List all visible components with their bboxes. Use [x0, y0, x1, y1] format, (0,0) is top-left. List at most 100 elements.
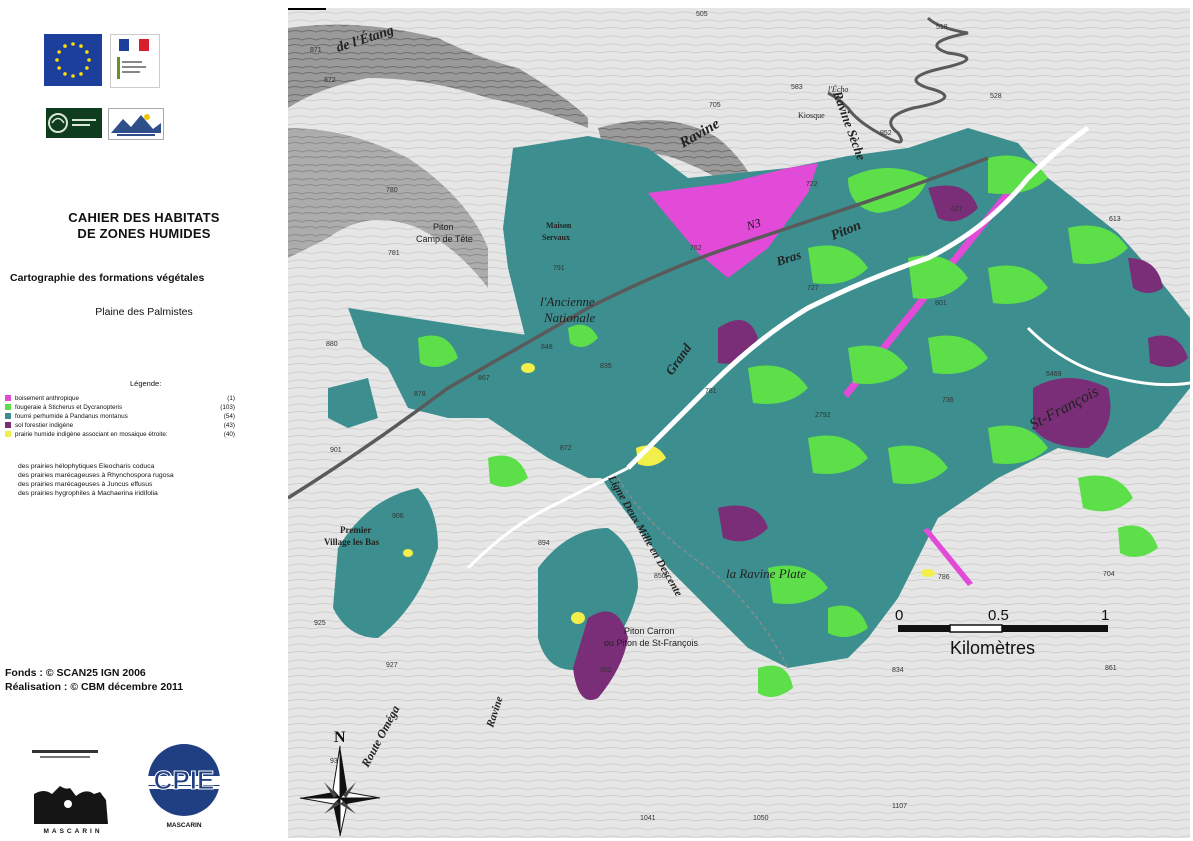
- document-title-line1: CAHIER DES HABITATS: [68, 210, 220, 225]
- habitat-premier-village: [333, 488, 438, 638]
- elevation-label: 906: [392, 513, 404, 520]
- legend-title: Légende:: [130, 379, 162, 388]
- label-ancienne-1: l'Ancienne: [540, 294, 595, 309]
- road-ligne-deux-mille: [617, 477, 789, 669]
- legend-item-label: fourré perhumide à Pandanus montanus: [15, 413, 128, 420]
- north-arrow-icon: N: [299, 729, 381, 837]
- elevation-label: 780: [386, 187, 398, 194]
- elevation-label: 835: [600, 363, 612, 370]
- elevation-label: 927: [386, 662, 398, 669]
- label-kiosque: Kiosque: [798, 111, 825, 120]
- elevation-label: 5469: [1046, 371, 1062, 378]
- legend-item-label: sol forestier indigène: [15, 422, 74, 429]
- label-maison-1: Maison: [546, 221, 572, 230]
- scale-tick-0: 0: [895, 607, 903, 624]
- map-canvas: de l'Étang Ravine Sèche Ravine Kiosque l…: [288, 8, 1190, 838]
- republique-francaise-logo: [110, 34, 160, 88]
- fonds-credit: Fonds : © SCAN25 IGN 2006: [5, 667, 146, 679]
- river-bras-west: [466, 466, 629, 570]
- realisation-credit: Réalisation : © CBM décembre 2011: [5, 681, 184, 693]
- river-bras-piton: [626, 125, 1090, 470]
- elevation-label: 872: [560, 445, 572, 452]
- elevation-label: 518: [936, 24, 948, 31]
- elevation-label: 861: [1105, 665, 1117, 672]
- legend-swatch: [5, 413, 11, 419]
- legend-item-count: (1): [227, 395, 235, 402]
- habitat-sol-forestier-piton: [573, 611, 628, 700]
- cpie-logo-caption: MASCARIN: [166, 822, 202, 829]
- label-piton-camp-1: Piton: [433, 222, 454, 232]
- legend-sub-item: des prairies marécageuses à Juncus effus…: [18, 481, 153, 488]
- elevation-label: 704: [1103, 571, 1115, 578]
- legend-swatch: [5, 422, 11, 428]
- habitat-boisement-strip-south: [923, 528, 973, 586]
- place-name: Plaine des Palmistes: [95, 306, 193, 318]
- elevation-label: 1050: [753, 815, 769, 822]
- scale-bar: 0 0.5 1 Kilomètres: [895, 607, 1109, 658]
- habitat-fougeraie-group: [418, 155, 1158, 697]
- legend-item: boisement anthropique (1): [5, 394, 235, 403]
- elevation-label: 834: [892, 667, 904, 674]
- label-premier-1: Premier: [340, 525, 371, 535]
- elevation-label: 736: [942, 397, 954, 404]
- elevation-label: 872: [324, 77, 336, 84]
- elevation-label: 925: [314, 620, 326, 627]
- label-piton-carron-2: ou Piton de St-François: [604, 638, 699, 648]
- elevation-label: 901: [330, 447, 342, 454]
- elevation-label: 722: [806, 181, 818, 188]
- habitat-boisement-anthropique: [648, 163, 818, 278]
- elevation-label: 613: [1109, 216, 1121, 223]
- habitat-sol-forestier-south: [718, 505, 768, 542]
- habitat-sol-forestier-north: [928, 185, 978, 222]
- document-title-line2: DE ZONES HUMIDES: [77, 226, 211, 241]
- elevation-label: 871: [310, 47, 322, 54]
- road-serpentine: [827, 16, 969, 144]
- elevation-label: 848: [541, 344, 553, 351]
- legend-item: prairie humide indigène associant en mos…: [5, 430, 235, 439]
- legend-swatch: [5, 395, 11, 401]
- label-ancienne-2: Nationale: [543, 310, 596, 325]
- mascarin-logo: MASCARIN: [30, 748, 116, 835]
- river-ravine-east: [1026, 326, 1190, 387]
- elevation-label: 939: [330, 758, 342, 765]
- label-ravine-plate: la Ravine Plate: [726, 566, 806, 581]
- elevation-label: 867: [478, 375, 490, 382]
- label-premier-2: Village les Bas: [324, 537, 380, 547]
- elevation-label: 762: [690, 245, 702, 252]
- mascarin-logo-caption: MASCARIN: [43, 828, 103, 835]
- scale-unit: Kilomètres: [950, 638, 1035, 658]
- legend-swatch: [5, 431, 11, 437]
- elevation-label: 781: [388, 250, 400, 257]
- elevation-label: 791: [553, 265, 565, 272]
- cliff-relief-west: [288, 128, 488, 288]
- legend-swatch: [5, 404, 11, 410]
- label-n3: N3: [744, 216, 762, 234]
- legend-item: fourré perhumide à Pandanus montanus (54): [5, 412, 235, 421]
- elevation-label: 878: [414, 391, 426, 398]
- road-n3: [288, 156, 989, 500]
- mountain-logo: [108, 108, 164, 140]
- elevation-label: 850: [654, 573, 666, 580]
- cliff-relief-north: [288, 24, 588, 129]
- elevation-label: 894: [538, 540, 550, 547]
- eu-stars-icon: [55, 42, 91, 78]
- legend-panel: CAHIER DES HABITATS DE ZONES HUMIDES Car…: [0, 0, 288, 841]
- label-piton-carron-1: Piton Carron: [624, 626, 675, 636]
- cpie-logo-text: CPIE: [154, 765, 215, 795]
- elevation-label: 952: [880, 130, 892, 137]
- north-arrow-label: N: [334, 729, 346, 746]
- habitat-sol-forestier-east: [1033, 378, 1111, 448]
- legend-item-label: boisement anthropique: [15, 395, 80, 402]
- legend-item-label: fougeraie à Sticherus et Dycranopteris: [15, 404, 123, 411]
- cpie-logo: CPIE MASCARIN: [146, 742, 222, 834]
- label-echo: l'Écho: [828, 84, 848, 94]
- elevation-label: 528: [990, 93, 1002, 100]
- elevation-label: 2792: [815, 412, 831, 419]
- legend-item: sol forestier indigène(43): [5, 421, 235, 430]
- legend-item-count: (103): [220, 404, 235, 411]
- eu-flag-logo: [44, 34, 102, 86]
- elevation-label: 952: [600, 667, 612, 674]
- habitat-map: de l'Étang Ravine Sèche Ravine Kiosque l…: [288, 8, 1190, 838]
- legend-item-count: (54): [223, 413, 235, 420]
- habitat-fourre-west: [348, 308, 618, 478]
